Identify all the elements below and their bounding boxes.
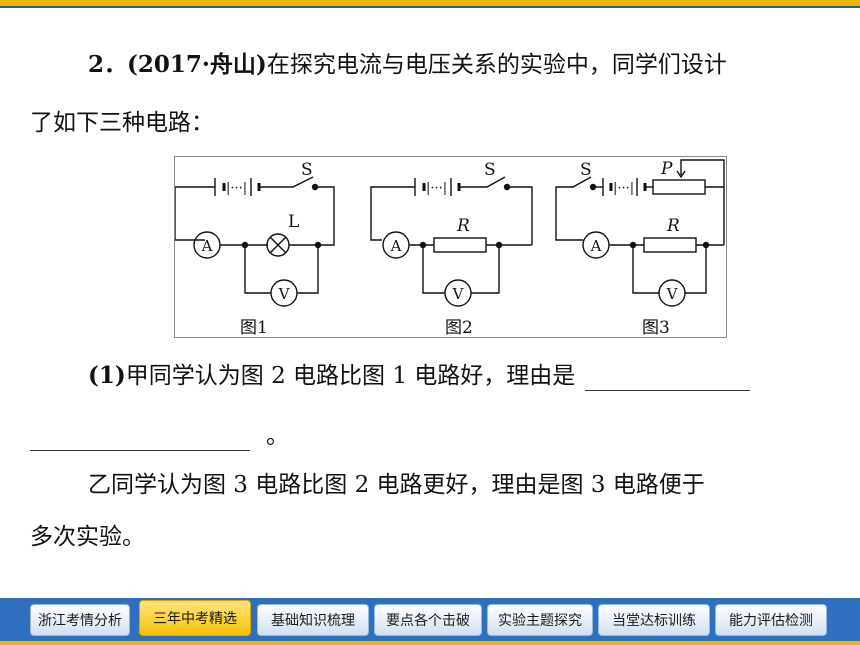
lamp-label-1: L [288, 212, 299, 232]
tab-zhejiang-analysis[interactable]: 浙江考情分析 [30, 604, 130, 636]
tab-basic-knowledge[interactable]: 基础知识梳理 [257, 604, 369, 636]
tab-class-training[interactable]: 当堂达标训练 [598, 604, 710, 636]
question-line-1: 2．(2017·舟山)在探究电流与电压关系的实验中，同学们设计 [88, 50, 727, 80]
answer-blank-2[interactable] [30, 430, 250, 451]
part1-text: 甲同学认为图 2 电路比图 1 电路好，理由是 [125, 363, 576, 389]
voltmeter-label-1: V [278, 285, 291, 303]
voltmeter-label-2: V [452, 285, 465, 303]
ammeter-label-1: A [201, 237, 213, 255]
battery-cells-1: |···| [226, 181, 247, 196]
caption-fig3: 图3 [642, 318, 670, 337]
circuit-2: |···| S A R V 图2 [370, 160, 533, 337]
part1-line: (1)甲同学认为图 2 电路比图 1 电路好，理由是 [88, 361, 751, 391]
question-source: (2017·舟山) [127, 51, 267, 78]
switch-label-3: S [580, 160, 592, 180]
part2-line-2: 多次实验。 [30, 524, 145, 550]
bottom-accent-stripe [0, 641, 860, 645]
question-number: 2． [88, 51, 128, 78]
circuit-3: S |···| P A R V 图3 [555, 159, 725, 337]
tab-three-year-exams[interactable]: 三年中考精选 [139, 600, 251, 636]
switch-label-2: S [484, 160, 496, 180]
rheostat-label-3: P [660, 159, 673, 179]
question-text-1: 在探究电流与电压关系的实验中，同学们设计 [266, 52, 727, 78]
tab-experiment-inquiry[interactable]: 实验主题探究 [487, 604, 593, 636]
circuit-1: |···| S A L V 图1 [175, 160, 335, 337]
part1-line-2: 。 [30, 421, 289, 451]
part1-label: (1) [88, 362, 126, 389]
circuit-figure: |···| S A L V 图1 |···| [174, 156, 727, 338]
circuit-diagrams: |···| S A L V 图1 |···| [175, 159, 725, 337]
part2-line-1: 乙同学认为图 3 电路比图 2 电路更好，理由是图 3 电路便于 [88, 472, 705, 498]
battery-cells-3: |···| [613, 181, 634, 196]
caption-fig2: 图2 [445, 318, 473, 337]
top-blue-line [0, 6, 860, 8]
top-accent-bar [0, 0, 860, 6]
ammeter-label-2: A [390, 237, 402, 255]
voltmeter-label-3: V [666, 285, 679, 303]
battery-cells-2: |···| [426, 181, 447, 196]
resistor-label-3: R [666, 216, 680, 236]
ammeter-label-3: A [590, 237, 602, 255]
tab-ability-assessment[interactable]: 能力评估检测 [715, 604, 827, 636]
switch-label-1: S [301, 160, 313, 180]
part1-end: 。 [266, 423, 289, 449]
resistor-label-2: R [456, 216, 470, 236]
tab-key-points[interactable]: 要点各个击破 [374, 604, 482, 636]
answer-blank-1[interactable] [585, 368, 751, 391]
question-line-2: 了如下三种电路： [30, 110, 214, 136]
caption-fig1: 图1 [240, 318, 268, 337]
